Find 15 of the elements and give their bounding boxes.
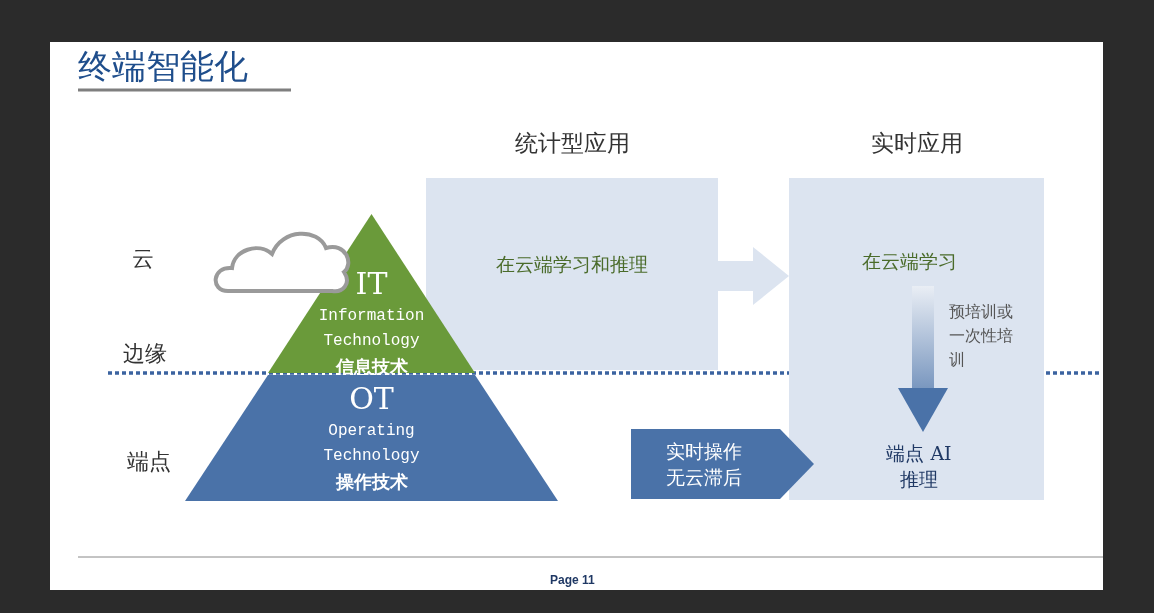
panel-text: 端点 AI 推理 xyxy=(885,441,953,492)
column-heading: 实时应用 xyxy=(869,129,964,158)
column-heading: 统计型应用 xyxy=(513,129,631,158)
page-number: Page 11 xyxy=(550,573,595,587)
panel-text: 在云端学习和推理 xyxy=(495,252,649,277)
slide-title: 终端智能化 xyxy=(78,45,248,88)
edge-label: 预培训或一次性培训 xyxy=(949,301,1014,371)
arrow xyxy=(898,286,948,432)
panel-text: 在云端学习 xyxy=(860,249,958,274)
chevron-box: 实时操作无云滞后 xyxy=(631,429,814,499)
pyramid-base: OT Operating Technology 操作技术 xyxy=(185,375,558,501)
level-label: 端点 xyxy=(127,448,171,476)
level-label: 云 xyxy=(132,245,154,273)
arrow xyxy=(718,247,789,305)
level-label: 边缘 xyxy=(123,340,167,368)
